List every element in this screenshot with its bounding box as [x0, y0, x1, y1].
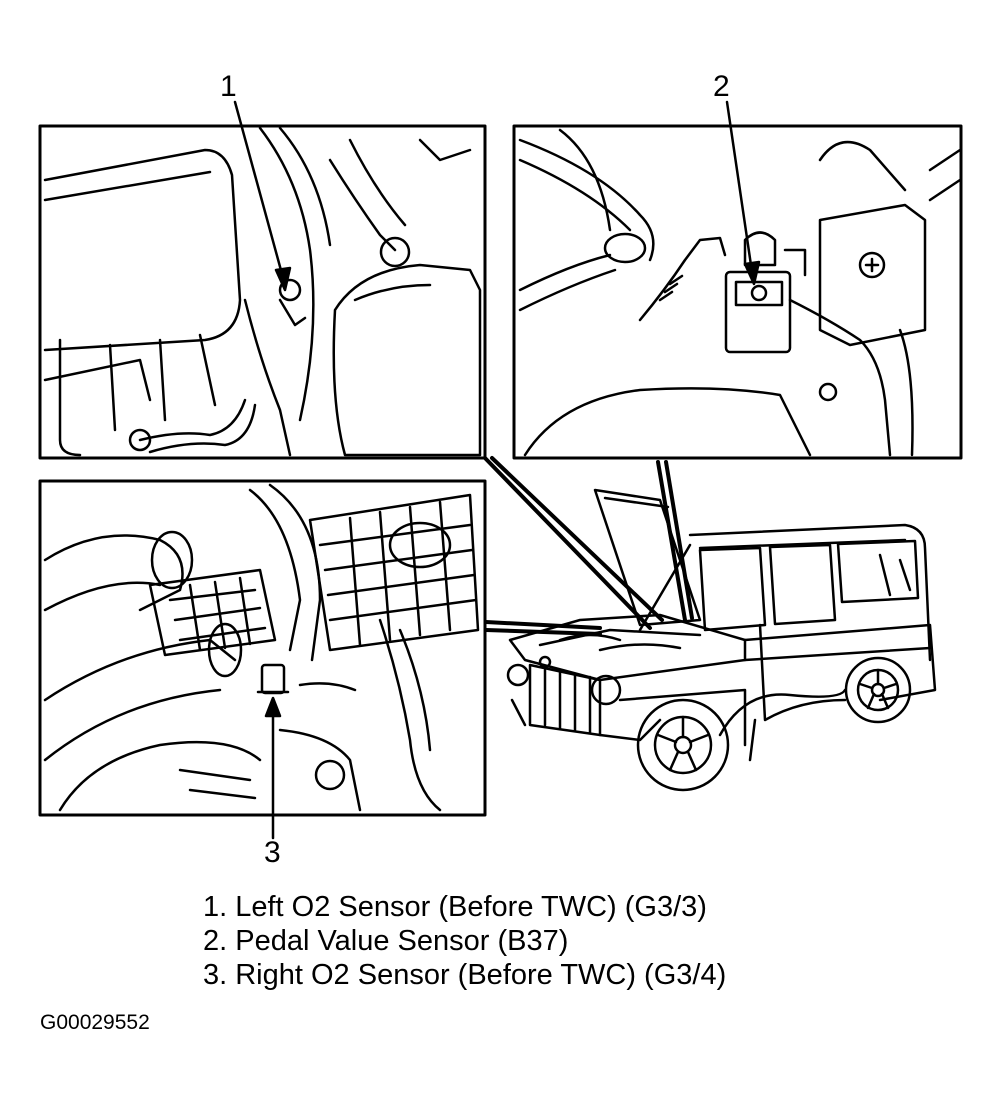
panel-right-o2-sensor [38, 479, 487, 817]
legend-item-3: 3. Right O2 Sensor (Before TWC) (G3/4) [203, 959, 727, 991]
vehicle-illustration [506, 488, 937, 792]
panel-pedal-value-sensor [512, 124, 963, 460]
callout-arrow-2 [725, 100, 761, 286]
legend-item-2: 2. Pedal Value Sensor (B37) [203, 925, 569, 957]
callout-arrow-3 [264, 696, 282, 840]
callout-number-3: 3 [264, 836, 281, 869]
callout-number-1: 1 [220, 70, 237, 103]
panel-left-o2-sensor [38, 124, 487, 460]
figure-id: G00029552 [40, 1011, 150, 1034]
legend: 1. Left O2 Sensor (Before TWC) (G3/3) 2.… [203, 890, 726, 992]
callout-number-2: 2 [713, 70, 730, 103]
panel-leader-lines [483, 456, 694, 636]
legend-item-1: 1. Left O2 Sensor (Before TWC) (G3/3) [203, 891, 707, 923]
callout-arrow-1 [233, 100, 292, 292]
